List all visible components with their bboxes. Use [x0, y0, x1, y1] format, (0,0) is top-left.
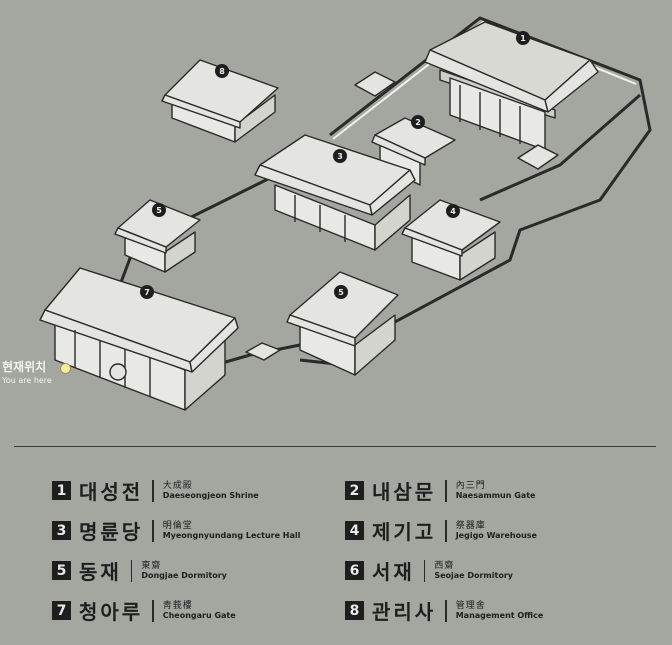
legend-number: 3	[52, 521, 71, 540]
building-daeseongjeon	[424, 21, 599, 151]
map-marker-1: 1	[516, 31, 530, 45]
legend-name-en: Management Office	[455, 611, 544, 621]
legend-name-hanja: 東齋	[141, 560, 162, 571]
legend-number: 5	[52, 561, 71, 580]
building-dongjae-west	[114, 199, 201, 273]
legend-number: 8	[345, 601, 364, 620]
legend-name-ko: 제기고	[372, 520, 437, 544]
hyanggyo-site-map: 1 2 3 4 5 5 7 8	[39, 16, 652, 411]
you-are-here-label: 현재위치 You are here	[2, 358, 52, 385]
map-marker-3: 3	[333, 149, 347, 163]
svg-text:5: 5	[156, 206, 162, 215]
legend-name-ko: 서재	[372, 560, 415, 584]
legend-number: 4	[345, 521, 364, 540]
map-marker-5-upper: 5	[152, 203, 166, 217]
small-gate	[245, 342, 281, 361]
building-jegigo	[401, 199, 501, 281]
wall	[214, 343, 301, 367]
legend-divider	[14, 446, 656, 447]
legend-name-hanja: 祭器庫	[455, 520, 486, 531]
legend-name-hanja: 內三門	[455, 480, 486, 491]
legend-number: 6	[345, 561, 364, 580]
legend-name-en: Daeseongjeon Shrine	[162, 491, 259, 501]
legend-name-ko: 명륜당	[79, 520, 144, 544]
legend-name-en: Myeongnyundang Lecture Hall	[162, 531, 301, 541]
legend-name-ko: 동재	[79, 560, 122, 584]
legend-name-hanja: 明倫堂	[162, 520, 193, 531]
map-marker-5-lower: 5	[334, 285, 348, 299]
svg-text:7: 7	[144, 288, 150, 297]
legend-name-hanja: 靑莪樓	[162, 600, 193, 611]
map-marker-7: 7	[140, 285, 154, 299]
legend-name-ko: 내삼문	[372, 480, 437, 504]
legend-name-en: Dongjae Dormitory	[141, 571, 227, 581]
legend-name-en: Cheongaru Gate	[162, 611, 236, 621]
legend-name-ko: 관리사	[372, 600, 437, 624]
legend-number: 2	[345, 481, 364, 500]
svg-text:2: 2	[415, 118, 421, 127]
map-marker-2: 2	[411, 115, 425, 129]
you-are-here-en: You are here	[2, 376, 52, 385]
map-marker-4: 4	[446, 204, 460, 218]
wall	[479, 93, 641, 202]
small-gate	[517, 144, 559, 170]
svg-text:4: 4	[450, 207, 456, 216]
building-management-office	[161, 59, 279, 143]
building-dongjae-east	[286, 271, 399, 376]
building-myeongnyundang	[254, 134, 416, 251]
svg-text:1: 1	[520, 34, 526, 43]
legend-name-en: Jegigo Warehouse	[455, 531, 537, 541]
you-are-here-dot	[60, 363, 71, 374]
legend-name-ko: 대성전	[79, 480, 144, 504]
map-marker-8: 8	[215, 64, 229, 78]
building-cheongaru	[39, 267, 239, 411]
legend-name-hanja: 管理舍	[455, 600, 486, 611]
small-gate	[354, 71, 396, 97]
legend-number: 1	[52, 481, 71, 500]
legend-number: 7	[52, 601, 71, 620]
legend-name-hanja: 大成殿	[162, 480, 193, 491]
svg-text:3: 3	[337, 152, 343, 161]
svg-text:5: 5	[338, 288, 344, 297]
you-are-here-ko: 현재위치	[2, 360, 47, 374]
legend-name-en: Naesammun Gate	[455, 491, 536, 501]
svg-text:8: 8	[219, 67, 225, 76]
legend-name-ko: 청아루	[79, 600, 144, 624]
legend-name-hanja: 西齋	[434, 560, 455, 571]
legend-name-en: Seojae Dormitory	[434, 571, 513, 581]
